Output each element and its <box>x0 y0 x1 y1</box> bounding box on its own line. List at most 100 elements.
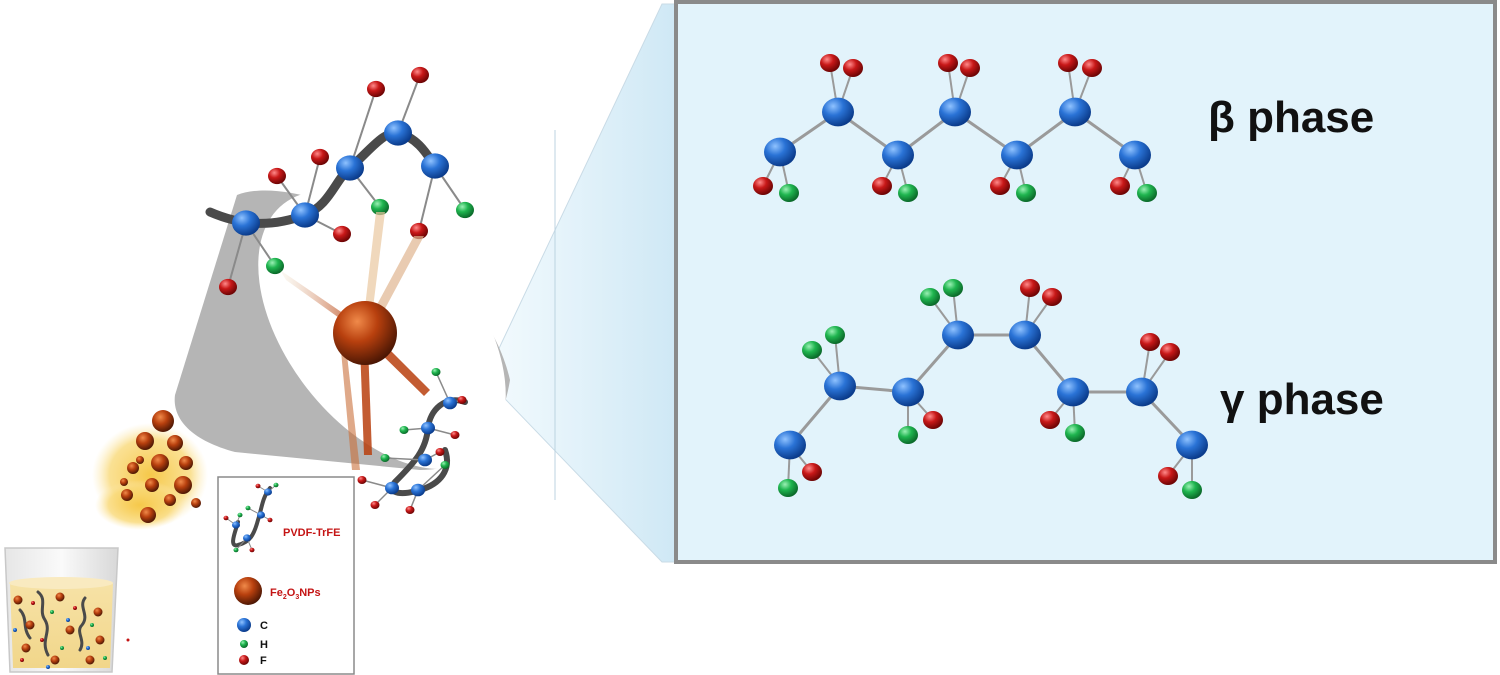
fluorine-atom <box>40 638 44 642</box>
carbon-atom <box>232 521 240 529</box>
fluorine-atom <box>410 222 428 240</box>
hydrogen-atom <box>1016 184 1036 202</box>
fe2o3-nanoparticle <box>333 301 397 365</box>
carbon-atom <box>1176 430 1208 460</box>
carbon-atom <box>764 137 796 167</box>
hydrogen-atom <box>90 623 94 627</box>
carbon-atom <box>86 646 90 650</box>
hydrogen-atom <box>779 184 799 202</box>
hydrogen-atom <box>245 505 251 511</box>
fluorine-atom <box>311 148 329 166</box>
legend-hydrogen-icon <box>240 640 248 648</box>
beta-phase-chain <box>753 54 1157 202</box>
nanoparticle <box>140 507 156 523</box>
carbon-atom <box>1119 140 1151 170</box>
carbon-atom <box>418 453 432 467</box>
fluorine-atom <box>457 395 467 405</box>
legend-nanoparticle-icon <box>234 577 262 605</box>
fluorine-atom <box>223 515 229 521</box>
fluorine-atom <box>367 80 385 98</box>
nanoparticle <box>121 489 133 501</box>
hydrogen-atom <box>825 326 845 344</box>
carbon-atom <box>384 120 412 146</box>
fluorine-atom <box>249 547 255 553</box>
carbon-atom <box>882 140 914 170</box>
carbon-atom <box>264 488 272 496</box>
carbon-atom <box>774 430 806 460</box>
legend-hydrogen-label: H <box>260 639 268 651</box>
hydrogen-atom <box>456 201 474 219</box>
hydrogen-atom <box>233 547 239 553</box>
fluorine-atom <box>20 658 24 662</box>
carbon-atom <box>892 377 924 407</box>
fluorine-atom <box>1110 177 1130 195</box>
carbon-atom <box>421 421 435 435</box>
backbone <box>231 486 272 548</box>
hydrogen-atom <box>60 646 64 650</box>
carbon-atom <box>1009 320 1041 350</box>
nanoparticle <box>174 476 192 494</box>
nanoparticle <box>179 456 193 470</box>
nanoparticle <box>136 456 144 464</box>
hydrogen-atom <box>1137 184 1157 202</box>
legend-polymer-label: PVDF-TrFE <box>283 527 340 539</box>
hydrogen-atom <box>898 184 918 202</box>
fluorine-atom <box>802 463 822 481</box>
fluorine-atom <box>268 167 286 185</box>
beta-phase-label: β phase <box>1208 93 1374 142</box>
fluorine-atom <box>333 225 351 243</box>
nanoparticle <box>152 410 174 432</box>
hydrogen-atom <box>50 610 54 614</box>
fluorine-atom <box>357 475 367 485</box>
fluorine-atom <box>753 177 773 195</box>
nanoparticle <box>95 635 105 645</box>
fluorine-atom <box>1058 54 1078 72</box>
polymer-chain-bottom <box>357 367 468 515</box>
fluorine-atom <box>267 517 273 523</box>
fluorine-atom <box>1042 288 1062 306</box>
hydrogen-atom <box>380 453 390 463</box>
fluorine-atom <box>1082 59 1102 77</box>
fluorine-atom <box>1160 343 1180 361</box>
gamma-phase-chain <box>774 279 1208 499</box>
nanoparticle <box>136 432 154 450</box>
backbone <box>389 397 468 497</box>
beaker <box>4 547 119 673</box>
dissolved-polymer <box>18 608 32 640</box>
dot-mark <box>126 638 130 642</box>
hydrogen-atom <box>440 460 450 470</box>
fluorine-atom <box>370 500 380 510</box>
fluorine-atom <box>435 447 445 457</box>
fluorine-atom <box>450 430 460 440</box>
fluorine-atom <box>405 505 415 515</box>
dissolved-polymer <box>78 596 87 652</box>
fluorine-atom <box>960 59 980 77</box>
nanoparticle <box>65 625 75 635</box>
carbon-atom <box>443 396 457 410</box>
fluorine-atom <box>843 59 863 77</box>
hydrogen-atom <box>1065 424 1085 442</box>
legend-polymer-icon <box>223 482 279 553</box>
polymer-chain-top <box>205 66 474 296</box>
hydrogen-atom <box>273 482 279 488</box>
carbon-atom <box>1059 97 1091 127</box>
legend-carbon-label: C <box>260 620 268 632</box>
fluorine-atom <box>1158 467 1178 485</box>
fluorine-atom <box>1140 333 1160 351</box>
gamma-phase-label: γ phase <box>1220 375 1384 424</box>
fluorine-atom <box>411 66 429 84</box>
fluorine-atom <box>872 177 892 195</box>
carbon-atom <box>243 534 251 542</box>
legend-fluorine-label: F <box>260 655 267 667</box>
carbon-atom <box>257 511 265 519</box>
zoom-beam <box>484 3 677 563</box>
fluorine-atom <box>255 483 261 489</box>
nanoparticle <box>164 494 176 506</box>
hydrogen-atom <box>431 367 441 377</box>
carbon-atom <box>336 155 364 181</box>
fluorine-atom <box>1020 279 1040 297</box>
carbon-atom <box>824 371 856 401</box>
legend-nanoparticle-label: Fe2O3NPs <box>270 587 321 601</box>
carbon-atom <box>421 153 449 179</box>
